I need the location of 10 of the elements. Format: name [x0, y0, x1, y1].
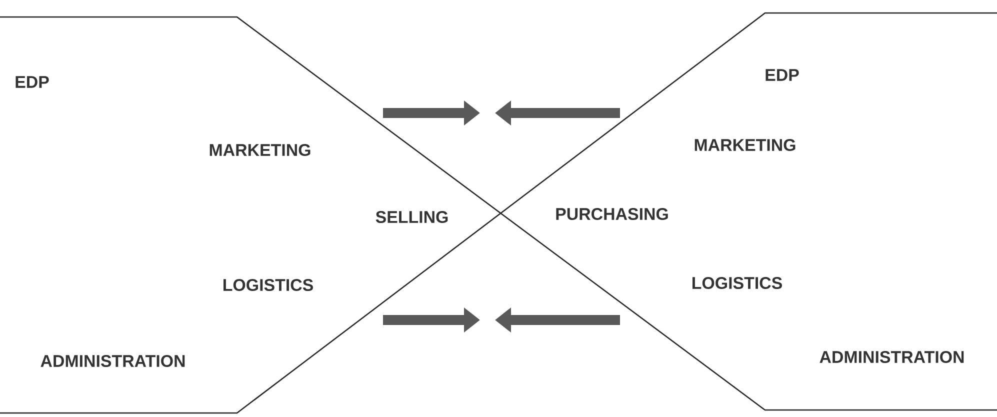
- department-label: ADMINISTRATION: [820, 351, 964, 363]
- department-label: EDP: [16, 76, 49, 88]
- department-label: MARKETING: [210, 144, 310, 156]
- department-label: MARKETING: [694, 139, 796, 151]
- department-label: SELLING: [376, 211, 448, 223]
- department-label: LOGISTICS: [224, 279, 313, 291]
- department-label: LOGISTICS: [692, 277, 782, 289]
- department-label: ADMINISTRATION: [40, 355, 185, 367]
- department-label: EDP: [766, 69, 799, 81]
- department-label: PURCHASING: [556, 208, 668, 220]
